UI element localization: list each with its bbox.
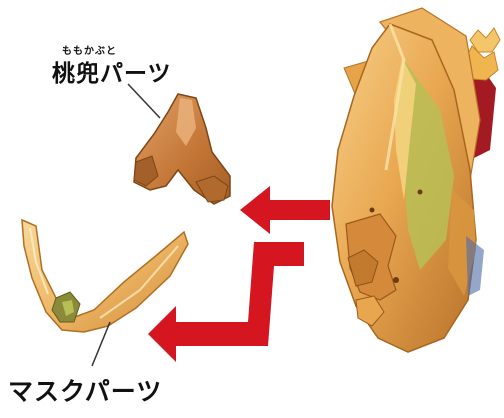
momokabuto-label: 桃兜パーツ — [52, 61, 172, 87]
helmet-assembly — [331, 7, 501, 353]
mask-label: マスクパーツ — [8, 377, 163, 406]
momokabuto-leader-line — [127, 83, 161, 119]
momokabuto-part — [133, 93, 231, 205]
arrow-to-mask — [148, 242, 304, 362]
mask-part — [21, 218, 189, 333]
arrow-to-momokabuto — [240, 186, 330, 234]
momokabuto-ruby-label: ももかぶと — [62, 46, 117, 57]
mask-leader-line — [91, 321, 111, 367]
